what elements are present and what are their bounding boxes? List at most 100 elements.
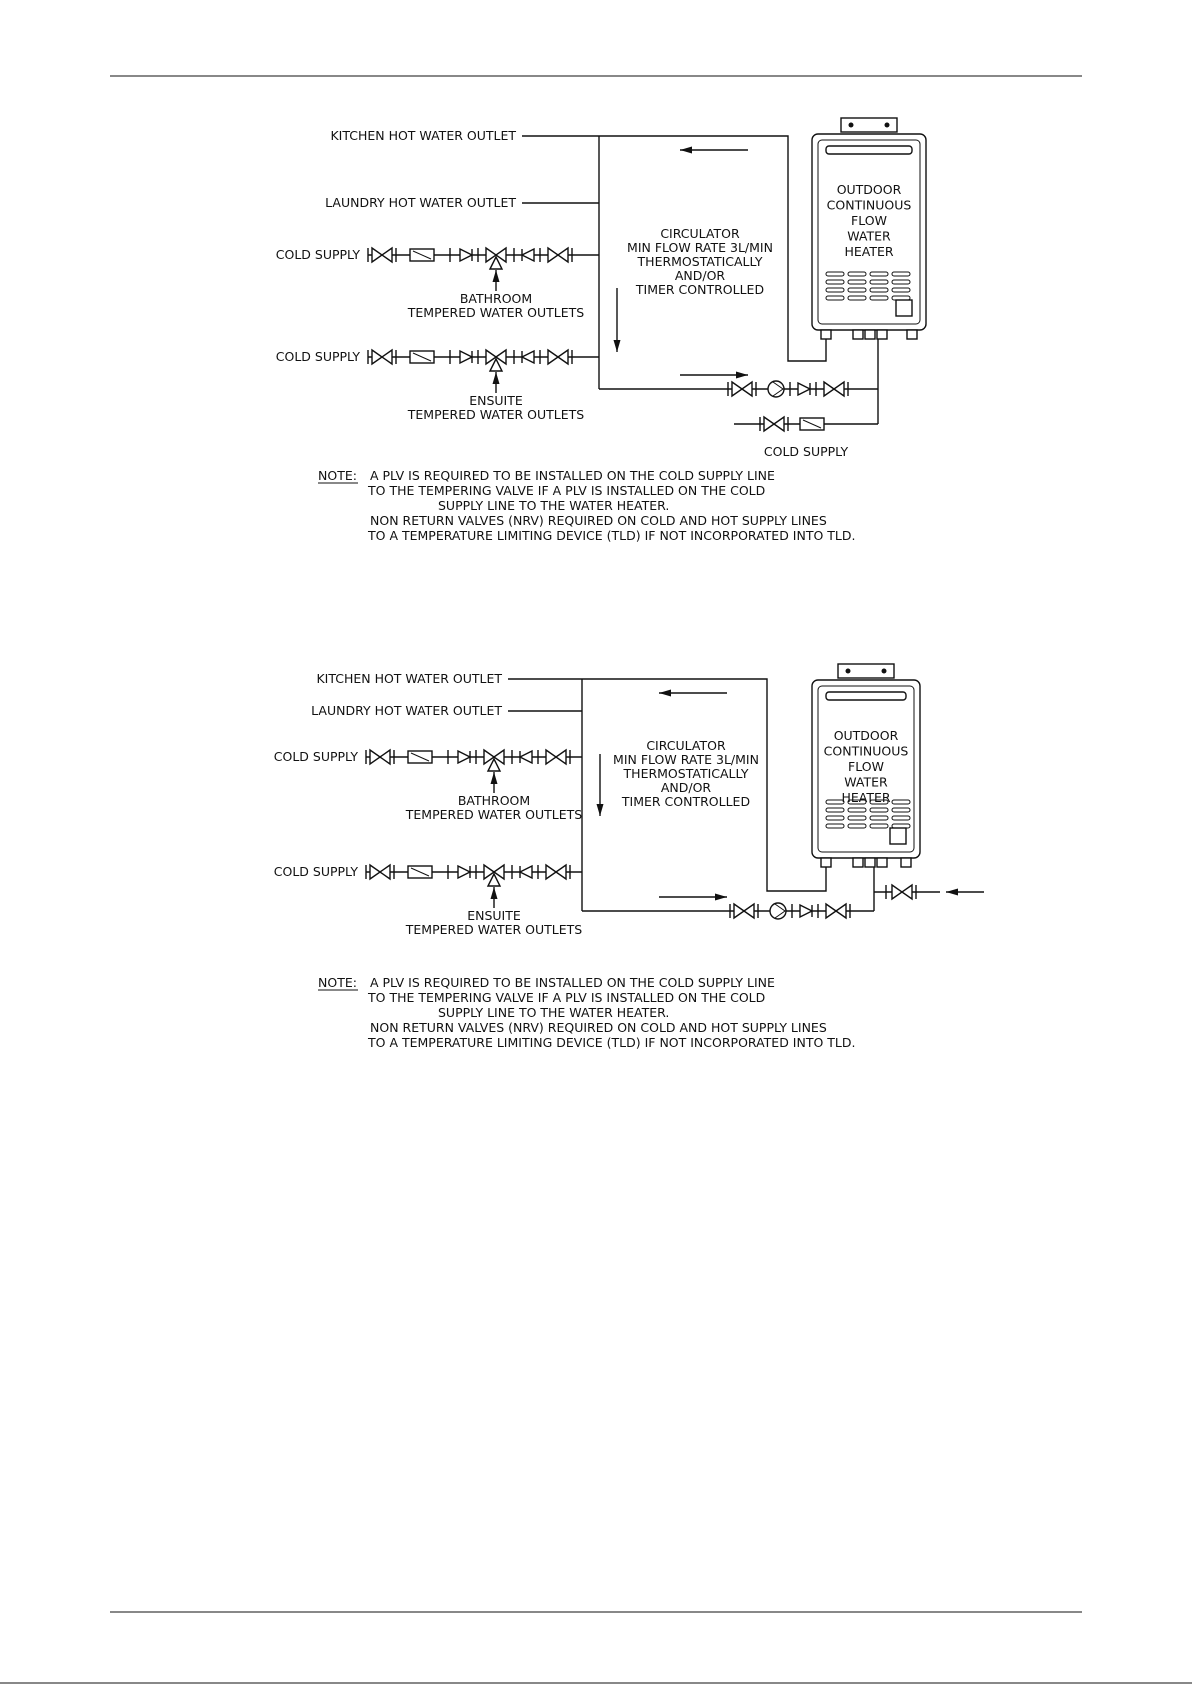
bathroom-tempered-outlets-label: TEMPERED WATER OUTLETS (405, 807, 583, 822)
flow-direction-arrow-right-head (715, 893, 727, 901)
flow-direction-arrow-left-head (680, 146, 692, 154)
note-line: TO A TEMPERATURE LIMITING DEVICE (TLD) I… (367, 1035, 855, 1050)
bathroom-tempered-outlets-label: TEMPERED WATER OUTLETS (407, 305, 585, 320)
heater-label-line: WATER (844, 775, 888, 790)
isolation-valve-icon (763, 415, 785, 433)
isolation-valve-icon (545, 748, 567, 766)
laundry-hot-water-outlet-label: LAUNDRY HOT WATER OUTLET (311, 703, 502, 718)
heater-louvre (825, 823, 845, 829)
hot-water-flow-loop (599, 135, 827, 362)
hot-water-flow-loop (582, 678, 827, 892)
heater-louvre (891, 815, 911, 821)
kitchen-hot-water-outlet-label: KITCHEN HOT WATER OUTLET (330, 128, 516, 143)
heater-hot-outlet-fitting (820, 329, 832, 340)
check-valve-icon (457, 749, 472, 765)
heater-louvre (891, 279, 911, 285)
heater-louvre (825, 271, 845, 277)
heater-cold-inlet-fitting (876, 857, 888, 868)
tempering-valve-icon-port (488, 255, 504, 270)
heater-label-line: HEATER (841, 790, 890, 805)
flow-direction-arrow-down-head (613, 340, 621, 352)
circulator-label-line: THERMOSTATICALLY (637, 254, 763, 269)
heater-louvre (825, 807, 845, 813)
strainer-icon-mesh (412, 250, 432, 260)
circulator-label-line: MIN FLOW RATE 3L/MIN (627, 240, 773, 255)
laundry-hot-water-outlet-label: LAUNDRY HOT WATER OUTLET (325, 195, 516, 210)
cold-supply-label: COLD SUPPLY (274, 864, 359, 879)
kitchen-hot-water-outlet-label: KITCHEN HOT WATER OUTLET (316, 671, 502, 686)
note-title: NOTE: (318, 468, 357, 483)
bracket-screw-icon (845, 668, 851, 674)
bracket-screw-icon (884, 122, 890, 128)
heater-label-line: OUTDOOR (837, 182, 902, 197)
tempering-valve-icon (483, 863, 505, 881)
heater-fitting (906, 329, 918, 340)
isolation-valve-icon (733, 902, 755, 920)
check-valve-icon (457, 864, 472, 880)
ensuite-tempered-outlets-label: TEMPERED WATER OUTLETS (407, 407, 585, 422)
note-line: SUPPLY LINE TO THE WATER HEATER. (438, 498, 669, 513)
tempering-valve-icon-port (486, 872, 502, 887)
heater-louvre (869, 287, 889, 293)
heater-fitting (900, 857, 912, 868)
check-valve-icon (518, 864, 533, 880)
heater-louvre (847, 295, 867, 301)
heater-louvre (869, 271, 889, 277)
isolation-valve-icon (371, 348, 393, 366)
heater-louvre (869, 823, 889, 829)
isolation-valve-icon (547, 348, 569, 366)
ensuite-tempered-outlet-arrow-head (490, 887, 498, 899)
tempering-valve-icon (483, 748, 505, 766)
bracket-screw-icon (881, 668, 887, 674)
circulator-label-line: AND/OR (675, 268, 726, 283)
isolation-valve-icon (547, 246, 569, 264)
heater-mounting-bracket (837, 663, 895, 679)
heater-louvre (825, 295, 845, 301)
plumbing-diagram-1: KITCHEN HOT WATER OUTLET LAUNDRY HOT WATE… (276, 117, 927, 543)
isolation-valve-icon (731, 380, 753, 398)
isolation-valve-icon (825, 902, 847, 920)
bathroom-tempered-outlet-arrow-head (490, 772, 498, 784)
tempering-valve-icon-port (486, 757, 502, 772)
heater-cold-inlet-fitting (876, 329, 888, 340)
tempering-valve-icon (485, 246, 507, 264)
note-line: A PLV IS REQUIRED TO BE INSTALLED ON THE… (370, 468, 775, 483)
heater-louvre (891, 799, 911, 805)
tempering-valve-icon-port (488, 357, 504, 372)
circulator-label-line: AND/OR (661, 780, 712, 795)
isolation-valve-icon (823, 380, 845, 398)
isolation-valve-icon (371, 246, 393, 264)
check-valve-icon (459, 247, 474, 263)
heater-louvre (869, 807, 889, 813)
heater-hot-outlet-fitting (820, 857, 832, 868)
isolation-valve-icon (545, 863, 567, 881)
strainer-icon-mesh (802, 419, 822, 429)
heater-inner-panel (817, 139, 921, 325)
cold-supply-label: COLD SUPPLY (764, 444, 849, 459)
bathroom-label: BATHROOM (460, 291, 532, 306)
check-valve-icon (459, 349, 474, 365)
heater-louvre (891, 287, 911, 293)
check-valve-icon (797, 381, 812, 397)
heater-label-line: WATER (847, 229, 891, 244)
circulator-label-line: THERMOSTATICALLY (623, 766, 749, 781)
bracket-screw-icon (848, 122, 854, 128)
note-line: A PLV IS REQUIRED TO BE INSTALLED ON THE… (370, 975, 775, 990)
isolation-valve-icon (369, 863, 391, 881)
plumbing-diagram-2: KITCHEN HOT WATER OUTLET LAUNDRY HOT WATE… (274, 663, 984, 1050)
heater-louvre (825, 815, 845, 821)
heater-fitting (852, 857, 864, 868)
check-valve-icon (520, 349, 535, 365)
heater-top-vent (825, 691, 907, 701)
heater-inner-panel (817, 685, 915, 853)
heater-louvre (847, 287, 867, 293)
heater-fitting (852, 329, 864, 340)
bathroom-tempered-outlet-arrow-head (492, 270, 500, 282)
check-valve-icon (520, 247, 535, 263)
heater-control-panel-icon (895, 299, 913, 317)
cold-supply-label: COLD SUPPLY (276, 247, 361, 262)
flow-direction-arrow-left-head (659, 689, 671, 697)
heater-louvre (869, 295, 889, 301)
